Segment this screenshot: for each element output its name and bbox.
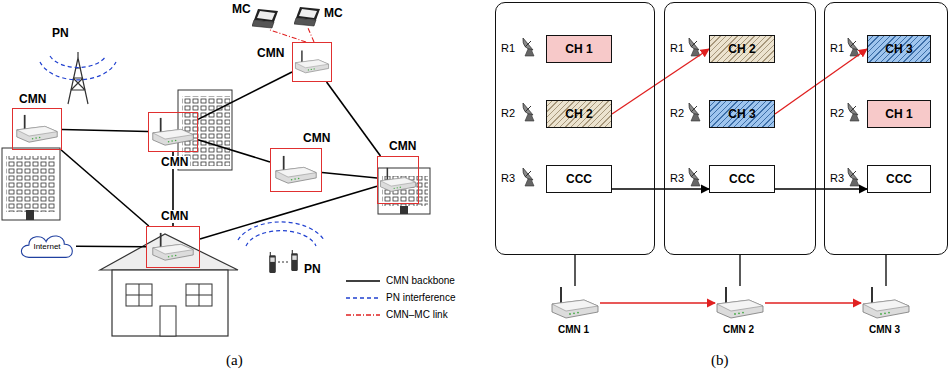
- router-icon: [276, 156, 316, 183]
- router-box: CMN: [148, 112, 198, 152]
- radio-label: R2: [670, 107, 684, 120]
- building: [378, 168, 430, 214]
- backbone-link: [198, 72, 292, 119]
- channel-label: CCC: [566, 172, 592, 186]
- node-label: CMN 1: [558, 324, 589, 336]
- channel-label: CH 3: [728, 107, 755, 121]
- node-label: CMN: [159, 156, 190, 169]
- node-label: CMN: [255, 47, 286, 60]
- interference-arc: [40, 56, 324, 246]
- node-label: CMN 3: [869, 324, 900, 336]
- channel-label: CH 1: [885, 107, 912, 121]
- router-box: CMN: [377, 156, 419, 204]
- channel-box: CH 2: [546, 100, 612, 128]
- node-panel: CH 3 CH 1 CCC R1R2R3: [824, 2, 948, 255]
- backbone-link: [200, 186, 377, 239]
- radio-label: R2: [830, 107, 844, 120]
- mc-label: MC: [232, 2, 251, 16]
- channel-box: CCC: [709, 165, 775, 193]
- backbone-link: [61, 150, 149, 226]
- panel-label: (a): [226, 352, 243, 369]
- handset-link: [278, 262, 288, 263]
- handset: [269, 252, 276, 273]
- node-panel: CH 2 CH 3 CCC R1R2R3: [664, 2, 816, 255]
- node-label: Internet: [33, 242, 60, 251]
- node-label: CMN: [387, 140, 418, 153]
- router-icon: [295, 50, 328, 72]
- channel-box: CCC: [546, 165, 612, 193]
- router-icon: [552, 287, 598, 318]
- router-box: CMN: [292, 42, 332, 82]
- router-icon: [17, 115, 57, 142]
- backbone-link: [327, 82, 381, 156]
- backbone-link: [76, 245, 146, 247]
- legend-text: CMN backbone: [386, 275, 455, 287]
- router-icon: [153, 118, 193, 145]
- backbone-link: [198, 140, 270, 162]
- router-icon: [863, 287, 909, 318]
- channel-label: CH 2: [565, 107, 592, 121]
- internet-cloud: Internet: [18, 232, 76, 260]
- node-panel: CH 1 CH 2 CCC R1R2R3: [495, 2, 655, 255]
- radio-label: R3: [501, 172, 515, 185]
- channel-label: CH 2: [728, 42, 755, 56]
- pn-label: PN: [52, 26, 69, 40]
- channel-label: CH 3: [885, 42, 912, 56]
- channel-box: CH 2: [709, 35, 775, 63]
- channel-arrow: [612, 49, 709, 114]
- node-label: CMN 2: [723, 324, 754, 336]
- connector: [775, 188, 867, 189]
- connector: [739, 255, 740, 286]
- channel-arrow: [765, 302, 861, 303]
- building: [2, 148, 60, 220]
- router-node: CMN 1: [550, 286, 600, 320]
- router-box: CMN: [146, 226, 200, 268]
- backbone-link: [62, 130, 148, 132]
- handset: [291, 250, 298, 271]
- channel-box: CH 3: [709, 100, 775, 128]
- radio-label: R3: [830, 172, 844, 185]
- channel-box: CH 3: [867, 35, 931, 63]
- router-box: CMN: [12, 108, 62, 150]
- laptop: [252, 9, 278, 28]
- radio-label: R1: [830, 42, 844, 55]
- channel-box: CH 1: [546, 35, 612, 63]
- laptop: [294, 7, 320, 26]
- router-node: CMN 2: [715, 286, 765, 320]
- channel-box: CH 1: [867, 100, 931, 128]
- node-label: CMN: [301, 132, 332, 145]
- router-node: CMN 3: [861, 286, 911, 320]
- connector: [885, 255, 886, 286]
- channel-label: CCC: [729, 172, 755, 186]
- radio-label: R1: [501, 42, 515, 55]
- radio-label: R3: [670, 172, 684, 185]
- pn-tower: [68, 52, 88, 104]
- router-box: CMN: [270, 148, 322, 192]
- node-label: CMN: [17, 93, 48, 106]
- backbone-link: [322, 173, 377, 178]
- radio-label: R1: [670, 42, 684, 55]
- channel-label: CCC: [886, 172, 912, 186]
- radio-label: R2: [501, 107, 515, 120]
- legend-sample: [346, 281, 380, 315]
- mc-label: MC: [324, 6, 343, 20]
- channel-box: CCC: [867, 165, 931, 193]
- channel-arrow: [775, 49, 867, 114]
- channel-arrow: [600, 302, 715, 303]
- router-icon: [153, 233, 193, 260]
- pn-label: PN: [304, 262, 321, 276]
- connector: [574, 255, 575, 286]
- connector: [612, 188, 709, 189]
- legend-text: PN interference: [386, 292, 455, 304]
- channel-label: CH 1: [565, 42, 592, 56]
- node-label: CMN: [159, 210, 190, 223]
- legend-text: CMN–MC link: [386, 309, 448, 321]
- panel-label: (b): [711, 352, 729, 369]
- cmn-mc-link: [270, 28, 314, 42]
- router-icon: [717, 287, 763, 318]
- router-icon: [381, 168, 416, 192]
